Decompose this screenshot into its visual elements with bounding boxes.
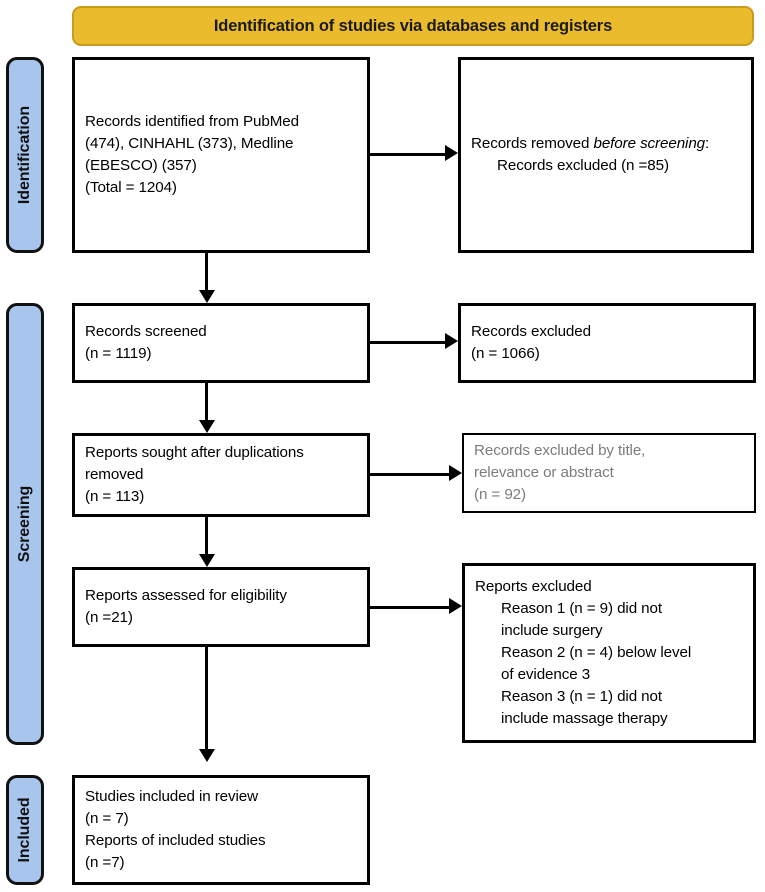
box-studies-included-text: Studies included in review (n = 7) Reports…: [85, 786, 266, 874]
records-excluded-line1: Records excluded: [471, 323, 591, 341]
arrow-down-icon: [199, 290, 215, 303]
box-reports-assessed-text: Reports assessed for eligibility (n =21): [85, 585, 287, 629]
connector-assessed-to-included: [205, 647, 208, 749]
records-removed-detail: Records excluded (n =85): [497, 157, 669, 174]
records-identified-line2: (474), CINHAHL (373), Medline: [85, 135, 294, 153]
reports-sought-line3: (n = 113): [85, 487, 145, 505]
stage-label-included: Included: [16, 797, 33, 863]
box-records-excluded: Records excluded (n = 1066): [458, 303, 756, 383]
diagram-header-title: Identification of studies via databases …: [213, 16, 613, 35]
box-records-screened-text: Records screened (n = 1119): [85, 321, 207, 365]
diagram-header-banner: Identification of studies via databases …: [72, 6, 754, 46]
records-screened-line2: (n = 1119): [85, 345, 152, 362]
reports-excluded-reason2-b: of evidence 3: [501, 665, 591, 683]
connector-sought-to-excluded-by-title: [370, 473, 452, 476]
box-reports-sought: Reports sought after duplications removed…: [72, 433, 370, 517]
reports-assessed-line1: Reports assessed for eligibility: [85, 587, 287, 605]
connector-identified-to-screened: [205, 253, 208, 290]
stage-label-identification: Identification: [16, 105, 33, 205]
studies-included-line1: Studies included in review: [85, 788, 258, 806]
box-records-screened: Records screened (n = 1119): [72, 303, 370, 383]
arrow-down-icon: [199, 749, 215, 762]
box-records-excluded-text: Records excluded (n = 1066): [471, 321, 591, 365]
arrow-down-icon: [199, 420, 215, 433]
box-records-removed-text: Records removed before screening: Records…: [471, 133, 709, 177]
connector-sought-to-assessed: [205, 517, 208, 554]
reports-assessed-line2: (n =21): [85, 609, 133, 626]
stage-pill-included: Included: [6, 775, 44, 885]
studies-included-line4: (n =7): [85, 853, 125, 871]
stage-pill-identification: Identification: [6, 57, 44, 253]
reports-excluded-heading: Reports excluded: [475, 578, 592, 596]
reports-excluded-reason3-b: include massage therapy: [501, 709, 668, 727]
reports-excluded-reason1-a: Reason 1 (n = 9) did not: [501, 600, 662, 618]
box-records-removed-before-screening: Records removed before screening: Records…: [458, 57, 754, 253]
arrow-right-icon: [445, 145, 458, 161]
arrow-right-icon: [445, 333, 458, 349]
connector-identified-to-removed: [370, 153, 448, 156]
arrow-down-icon: [199, 554, 215, 567]
box-reports-assessed: Reports assessed for eligibility (n =21): [72, 567, 370, 647]
records-identified-line3: (EBESCO) (357): [85, 157, 197, 174]
stage-pill-screening: Screening: [6, 303, 44, 745]
records-identified-line1: Records identified from PubMed: [85, 113, 299, 131]
box-records-identified-text: Records identified from PubMed (474), CIN…: [85, 111, 299, 199]
studies-included-line2: (n = 7): [85, 810, 129, 828]
records-removed-emphasis: before screening: [593, 135, 706, 153]
connector-screened-to-sought: [205, 383, 208, 420]
box-reports-sought-text: Reports sought after duplications removed…: [85, 442, 304, 508]
box-records-identified: Records identified from PubMed (474), CIN…: [72, 57, 370, 253]
records-identified-line4: (Total = 1204): [85, 178, 177, 196]
records-screened-line1: Records screened: [85, 323, 207, 341]
connector-assessed-to-reports-excluded: [370, 606, 452, 609]
reports-excluded-reason2-a: Reason 2 (n = 4) below level: [501, 644, 692, 662]
studies-included-line3: Reports of included studies: [85, 832, 266, 849]
box-studies-included: Studies included in review (n = 7) Reports…: [72, 775, 370, 885]
reports-excluded-reason3-a: Reason 3 (n = 1) did not: [501, 687, 662, 705]
records-excluded-line2: (n = 1066): [471, 345, 540, 362]
reports-excluded-reason1-b: include surgery: [501, 622, 603, 640]
records-removed-lead: Records removed: [471, 135, 594, 153]
box-records-excluded-by-title-text: Records excluded by title, relevance or a…: [474, 440, 645, 506]
stage-label-screening: Screening: [16, 485, 33, 563]
records-excluded-title-line1: Records excluded by title,: [474, 442, 646, 460]
arrow-right-icon: [449, 465, 462, 481]
records-excluded-title-line2: relevance or abstract: [474, 464, 614, 482]
box-records-excluded-by-title: Records excluded by title, relevance or a…: [462, 433, 756, 513]
reports-sought-line1: Reports sought after duplications: [85, 444, 304, 462]
records-removed-colon: :: [705, 135, 710, 153]
reports-sought-line2: removed: [85, 466, 144, 484]
records-excluded-title-line3: (n = 92): [474, 485, 526, 503]
connector-screened-to-excluded: [370, 341, 448, 344]
arrow-right-icon: [449, 598, 462, 614]
